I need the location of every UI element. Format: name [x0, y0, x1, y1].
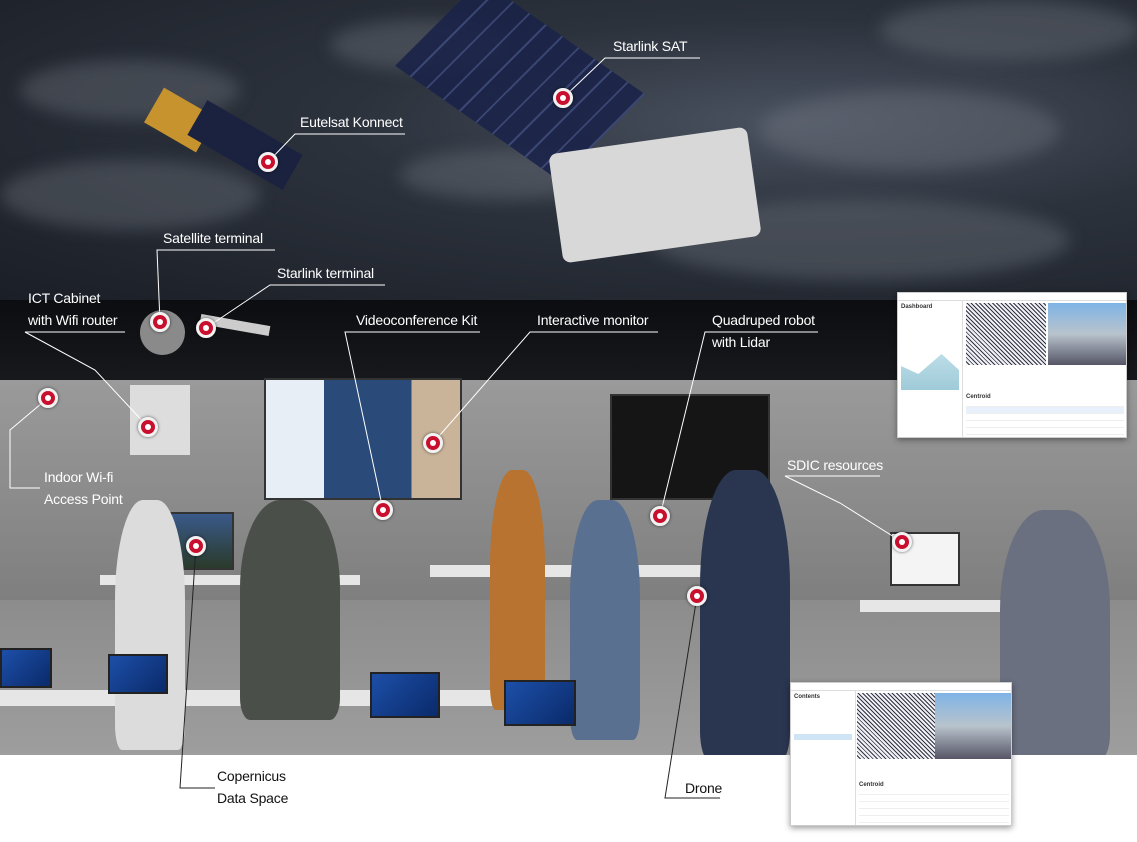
person — [240, 500, 340, 720]
inset-table-title: Centroid — [859, 782, 884, 788]
laptop — [504, 680, 576, 726]
marker-satellite-terminal[interactable] — [150, 312, 170, 332]
laptop — [0, 648, 52, 688]
label-line: Copernicus — [217, 768, 286, 784]
label-line: Indoor Wi-fi — [44, 469, 114, 485]
person — [115, 500, 185, 750]
contents-screenshot-inset: Contents Centroid — [790, 682, 1012, 826]
marker-eutelsat[interactable] — [258, 152, 278, 172]
label-eutelsat: Eutelsat Konnect — [300, 114, 403, 130]
marker-starlink-terminal[interactable] — [196, 318, 216, 338]
marker-videoconference[interactable] — [373, 500, 393, 520]
label-line: Data Space — [217, 790, 289, 806]
marker-starlink-sat[interactable] — [553, 88, 573, 108]
marker-interactive-monitor[interactable] — [423, 433, 443, 453]
label-wifi-ap: Indoor Wi-fi Access Point — [44, 466, 123, 510]
label-copernicus: Copernicus Data Space — [217, 765, 288, 809]
laptop — [108, 654, 168, 694]
label-line: Quadruped robot — [712, 312, 815, 328]
inset-panel-title: Contents — [794, 694, 820, 700]
label-satellite-terminal: Satellite terminal — [163, 230, 263, 246]
label-ict-cabinet: ICT Cabinet with Wifi router — [28, 287, 118, 331]
person — [490, 470, 545, 710]
desk — [100, 575, 360, 585]
label-sdic: SDIC resources — [787, 457, 884, 473]
label-line: ICT Cabinet — [28, 290, 101, 306]
label-interactive-monitor: Interactive monitor — [537, 312, 649, 328]
marker-quadruped[interactable] — [650, 506, 670, 526]
label-line: with Lidar — [712, 334, 770, 350]
label-line: Access Point — [44, 491, 123, 507]
marker-copernicus[interactable] — [186, 536, 206, 556]
inset-panel-title: Dashboard — [901, 304, 933, 310]
person — [700, 470, 790, 760]
interactive-monitor — [264, 378, 462, 500]
label-starlink-sat: Starlink SAT — [613, 38, 688, 54]
desk — [860, 600, 1040, 612]
person — [1000, 510, 1110, 760]
dashboard-screenshot-inset: Dashboard Centroid — [897, 292, 1127, 438]
laptop — [370, 672, 440, 718]
marker-ict-cabinet[interactable] — [138, 417, 158, 437]
marker-sdic[interactable] — [892, 532, 912, 552]
inset-table-title: Centroid — [966, 394, 991, 400]
marker-drone[interactable] — [687, 586, 707, 606]
label-starlink-terminal: Starlink terminal — [277, 265, 374, 281]
label-quadruped: Quadruped robot with Lidar — [712, 309, 815, 353]
label-drone: Drone — [685, 780, 723, 796]
label-videoconference: Videoconference Kit — [356, 312, 478, 328]
person — [570, 500, 640, 740]
label-line: with Wifi router — [28, 312, 118, 328]
marker-wifi-ap[interactable] — [38, 388, 58, 408]
